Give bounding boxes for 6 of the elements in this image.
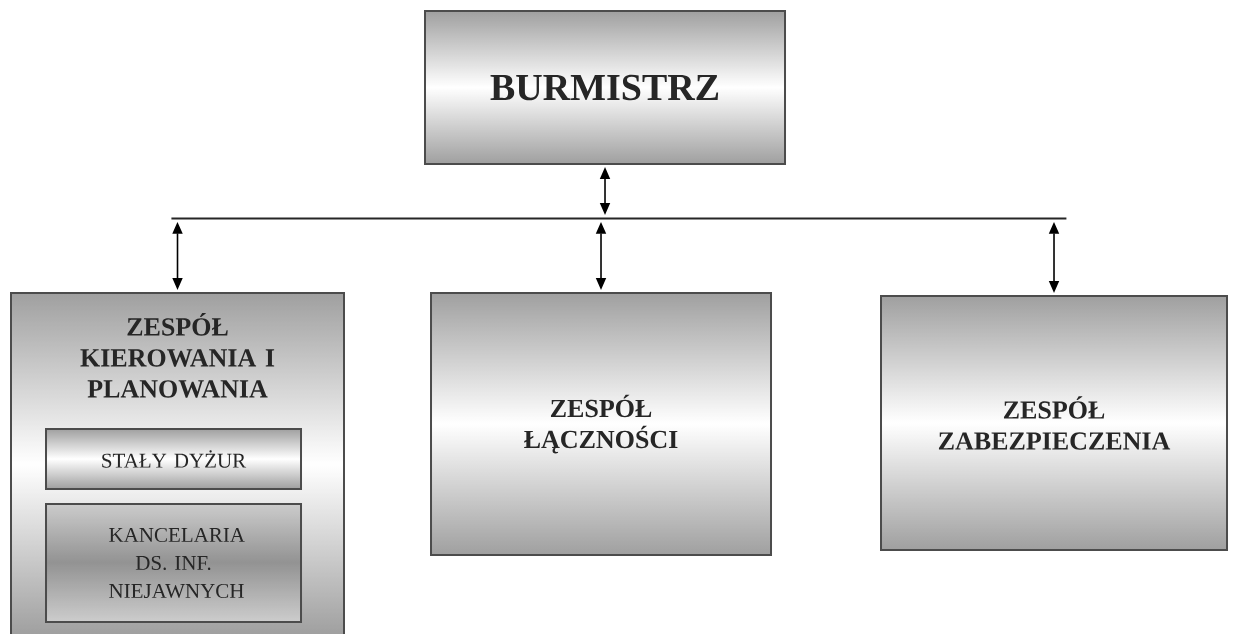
nested-box: KANCELARIA DS. INF. NIEJAWNYCH	[45, 503, 302, 623]
head-box: BURMISTRZ	[424, 10, 786, 165]
team-box: ZESPÓŁ ZABEZPIECZENIA	[880, 295, 1228, 551]
team-box: ZESPÓŁ ŁĄCZNOŚCI	[430, 292, 772, 556]
nested-box: STAŁY DYŻUR	[45, 428, 302, 490]
connector-bar	[171, 217, 1067, 220]
